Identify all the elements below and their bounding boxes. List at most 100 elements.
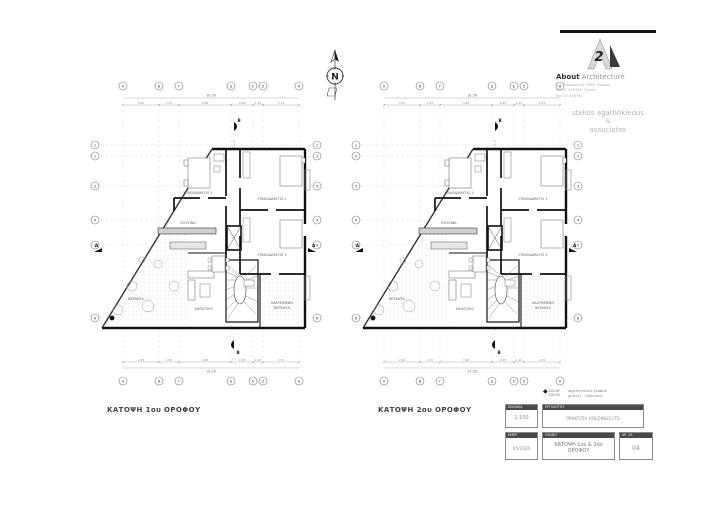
- dim-segment-value: 3.98: [463, 358, 469, 362]
- grid-bubble-left-circle: [351, 151, 361, 161]
- stamp-line-1: αρχιτεκτονικό γραφείο: [567, 389, 608, 393]
- grid-bubble-left-circle: [351, 215, 361, 225]
- date-box: ΗΜΕΡ. 05/2020: [505, 431, 538, 460]
- dim-segment-value: 2.28: [500, 101, 506, 105]
- architecture-logo-icon: 2: [584, 37, 624, 71]
- dim-segment-value: 2.95: [399, 358, 405, 362]
- grid-bubble-bottom-circle: [415, 376, 425, 386]
- grid-bubble-left-circle: [351, 181, 361, 191]
- stamp-icon: ◆: [543, 388, 548, 395]
- grid-bubble-bottom-circle: [379, 376, 389, 386]
- svg-text:ΥΠΝΟΔΩΜΑΤΙΟ 1: ΥΠΝΟΔΩΜΑΤΙΟ 1: [184, 191, 213, 195]
- grid-bubble-bottom-label: E: [252, 379, 255, 383]
- grid-bubble-left-label: 1: [355, 143, 357, 147]
- grid-bubble-left-circle: [90, 151, 100, 161]
- dim-segment-value: 1.55: [427, 101, 433, 105]
- grid-bubble-right-label: 4: [577, 218, 580, 222]
- dim-segment-value: 1.10: [516, 101, 522, 105]
- grid-bubble-right-circle: [312, 181, 322, 191]
- address-line-2: tel. 22 456789, Cyprus: [556, 88, 597, 93]
- grid-bubble-top-label: E: [252, 84, 255, 88]
- scale-value: 1:100: [514, 415, 529, 422]
- dim-segment-value: 3.98: [463, 101, 469, 105]
- firm-associates: associates: [589, 125, 627, 134]
- address-line-1: 1,5 Makariou Av. 1065, Nicosia: [556, 83, 610, 87]
- svg-text:ΥΠΝΟΔΩΜΑΤΙΟ 2: ΥΠΝΟΔΩΜΑΤΙΟ 2: [258, 197, 287, 201]
- plan-2-caption: ΚΑΤΟΨΗ 2ου ΟΡΟΦΟΥ: [378, 406, 472, 414]
- grid-bubble-left-label: 2: [355, 154, 357, 158]
- date-label: ΗΜΕΡ.: [506, 432, 537, 438]
- drawing-title-box: ΣΧΕΔΙΟ ΚΑΤΟΨΗ 1ου & 2ου ΟΡΟΦΟΥ: [542, 431, 615, 460]
- grid-bubble-right-circle: [573, 181, 583, 191]
- svg-text:A: A: [95, 243, 99, 248]
- dim-segment-value: 2.95: [138, 101, 144, 105]
- dim-segment-value: 1.10: [516, 358, 522, 362]
- furniture: [418, 151, 567, 301]
- dim-segment-value: 1.10: [255, 101, 261, 105]
- grid-bubble-bottom-label: Δ: [230, 379, 233, 383]
- grid-bubble-right-circle: [312, 313, 322, 323]
- dim-segment-value: 1.55: [166, 358, 172, 362]
- grid-bubble-top-label: Z: [523, 84, 526, 88]
- grid-bubble-left-label: 6: [355, 316, 358, 320]
- grid-bubble-right-label: 1: [316, 143, 318, 147]
- client-box: ΕΡΓΟΔΟΤΗΣ PRAKTITIA HOLDINGS LTD: [542, 403, 644, 428]
- grid-bubble-top-circle: [519, 81, 529, 91]
- grid-bubble-left-label: 2: [94, 154, 96, 158]
- north-arrow: N: [326, 49, 344, 100]
- grid-bubble-top-label: Δ: [491, 84, 494, 88]
- date-value: 05/2020: [512, 445, 531, 451]
- interior-walls: [434, 149, 566, 328]
- dim-segment-value: 2.28: [239, 358, 245, 362]
- grid-bubble-bottom-label: A: [122, 379, 125, 383]
- stamp-text: αρχιτεκτονικό γραφείο μελέτες - επιβλέψε…: [568, 389, 607, 400]
- grid-bubble-bottom-label: Z: [523, 379, 526, 383]
- studio-name-light: Architecture: [579, 73, 625, 81]
- svg-text:ΒΕΡΑΝΤΑ: ΒΕΡΑΝΤΑ: [128, 297, 144, 301]
- studio-name: About Architecture: [556, 73, 660, 81]
- dim-total-top: 16.56: [206, 94, 216, 98]
- grid-bubble-top-label: A: [122, 84, 125, 88]
- drawing-number-box: ΑΡ. ΣΧ. 04: [619, 431, 653, 460]
- grid-bubble-top-circle: [248, 81, 258, 91]
- svg-text:B: B: [237, 350, 240, 355]
- grid-bubble-bottom-circle: [294, 376, 304, 386]
- firm-ampersand: &: [605, 117, 611, 125]
- grid-bubble-top-label: H: [559, 84, 562, 88]
- studio-address: 1,5 Makariou Av. 1065, Nicosia tel. 22 4…: [556, 83, 660, 99]
- stamp-code-1: 100.ΑΥ: [548, 389, 560, 393]
- dim-segment-value: 2.79: [539, 358, 545, 362]
- svg-text:ΥΠΝΟΔΩΜΑΤΙΟ 2: ΥΠΝΟΔΩΜΑΤΙΟ 2: [519, 197, 548, 201]
- grid-bubble-bottom-circle: [226, 376, 236, 386]
- grid-bubble-bottom-label: H: [298, 379, 301, 383]
- grid-bubble-top-label: Γ: [439, 84, 441, 88]
- svg-text:ΥΠΝΟΔΩΜΑΤΙΟ 3: ΥΠΝΟΔΩΜΑΤΙΟ 3: [519, 253, 548, 257]
- drawing-title-label: ΣΧΕΔΙΟ: [543, 432, 614, 438]
- section-marker-b-bottom: B: [231, 328, 240, 355]
- svg-text:ΥΠΝΟΔΩΜΑΤΙΟ 3: ΥΠΝΟΔΩΜΑΤΙΟ 3: [258, 253, 287, 257]
- titleblock-row-1: ΚΛΙΜΑΚΑ 1:100 ΕΡΓΟΔΟΤΗΣ PRAKTITIA HOLDIN…: [505, 403, 665, 428]
- furniture: [157, 151, 306, 301]
- dim-segment-value: 2.79: [278, 358, 284, 362]
- svg-text:A: A: [356, 243, 360, 248]
- drawing-number-value: 04: [632, 444, 640, 452]
- room-labels: ΥΠΝΟΔΩΜΑΤΙΟ 1 ΥΠΝΟΔΩΜΑΤΙΟ 2 ΥΠΝΟΔΩΜΑΤΙΟ …: [389, 191, 554, 311]
- grid-bubble-bottom-label: Δ: [491, 379, 494, 383]
- grid-bubble-right-label: 5: [577, 243, 579, 247]
- grid-bubble-right-label: 1: [577, 143, 579, 147]
- svg-text:ΥΠΝΟΔΩΜΑΤΙΟ 1: ΥΠΝΟΔΩΜΑΤΙΟ 1: [445, 191, 474, 195]
- firm-name: stelios agathokleous: [572, 108, 644, 117]
- grid-bubble-bottom-circle: [118, 376, 128, 386]
- grid-bubble-top-circle: [435, 81, 445, 91]
- grid-bubble-left-circle: [351, 313, 361, 323]
- grid-bubble-left-label: 6: [94, 316, 97, 320]
